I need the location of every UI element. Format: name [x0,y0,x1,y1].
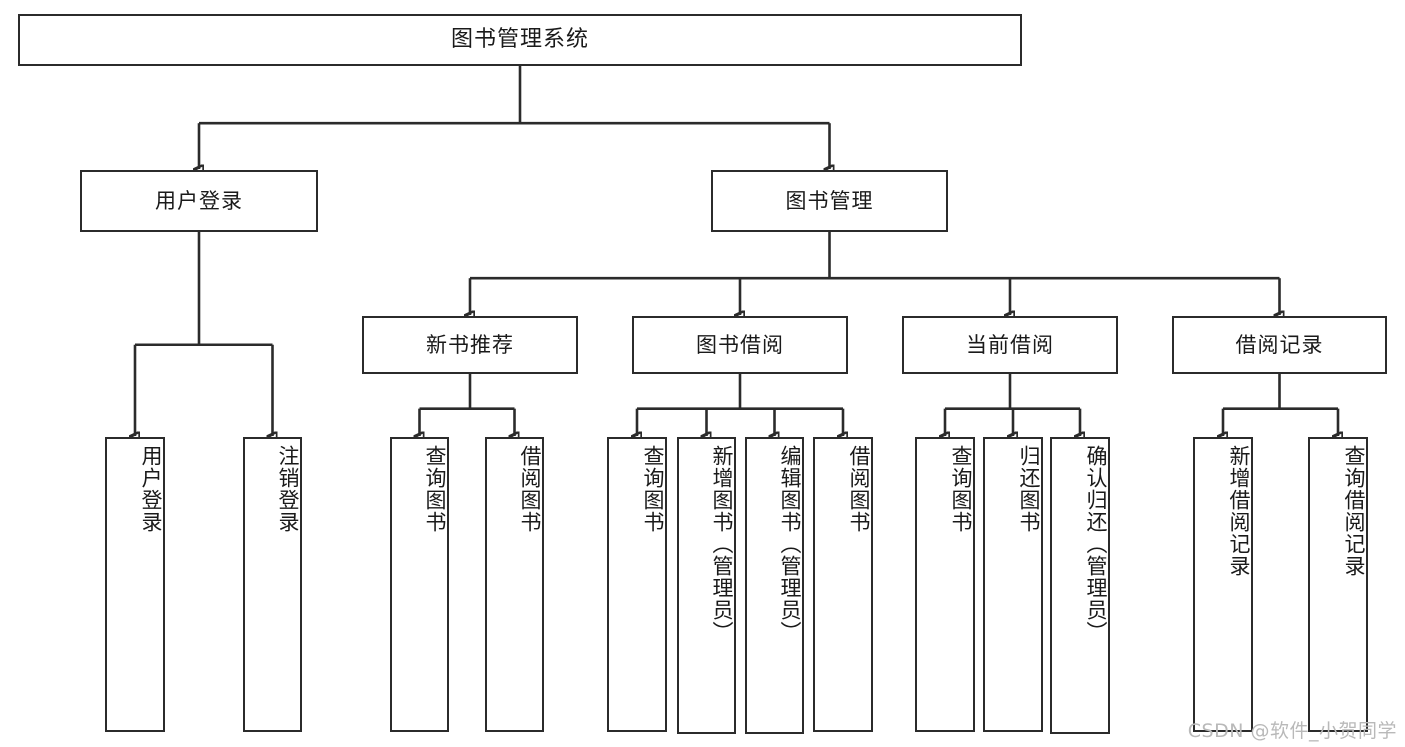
node-leaf-add-book[interactable]: 新增图书（管理员） [677,437,736,734]
node-label: 借阅图书 [847,445,871,533]
node-leaf-query-record[interactable]: 查询借阅记录 [1308,437,1368,732]
node-label: 图书借阅 [696,332,784,357]
node-borrow[interactable]: 图书借阅 [632,316,848,374]
node-label: 查询借阅记录 [1342,445,1366,577]
node-leaf-user-logout[interactable]: 注销登录 [243,437,302,732]
node-bookmgr[interactable]: 图书管理 [711,170,948,232]
node-leaf-query-book-2[interactable]: 查询图书 [607,437,667,732]
edge-paths [135,66,1338,436]
node-login[interactable]: 用户登录 [80,170,318,232]
node-leaf-user-login[interactable]: 用户登录 [105,437,165,732]
csdn-watermark: CSDN @软件_小贺同学 [1187,720,1397,742]
node-records[interactable]: 借阅记录 [1172,316,1387,374]
node-newrec[interactable]: 新书推荐 [362,316,578,374]
node-label: 注销登录 [276,445,300,533]
node-label: 查询图书 [641,445,665,533]
node-label: 借阅图书 [518,445,542,533]
node-label: 用户登录 [139,445,163,533]
node-label: 图书管理系统 [450,27,589,53]
node-leaf-borrow-book-1[interactable]: 借阅图书 [485,437,544,732]
node-label: 图书管理 [785,188,874,213]
node-label: 查询图书 [423,445,447,533]
node-label: 新增图书（管理员） [710,445,734,643]
node-label: 借阅记录 [1235,332,1324,357]
node-root[interactable]: 图书管理系统 [18,14,1022,66]
node-leaf-add-record[interactable]: 新增借阅记录 [1193,437,1253,732]
node-label: 用户登录 [155,188,243,213]
node-current[interactable]: 当前借阅 [902,316,1118,374]
node-leaf-confirm-return[interactable]: 确认归还（管理员） [1050,437,1110,734]
node-leaf-query-book-1[interactable]: 查询图书 [390,437,449,732]
node-label: 查询图书 [949,445,973,533]
node-label: 新书推荐 [426,332,514,357]
node-label: 归还图书 [1017,445,1041,533]
node-leaf-query-book-3[interactable]: 查询图书 [915,437,975,732]
node-label: 新增借阅记录 [1227,445,1251,577]
node-label: 确认归还（管理员） [1084,445,1108,643]
node-label: 编辑图书（管理员） [778,445,802,643]
node-leaf-edit-book[interactable]: 编辑图书（管理员） [745,437,804,734]
node-leaf-return-book[interactable]: 归还图书 [983,437,1043,732]
node-leaf-borrow-book-2[interactable]: 借阅图书 [813,437,873,732]
node-label: 当前借阅 [966,332,1054,357]
